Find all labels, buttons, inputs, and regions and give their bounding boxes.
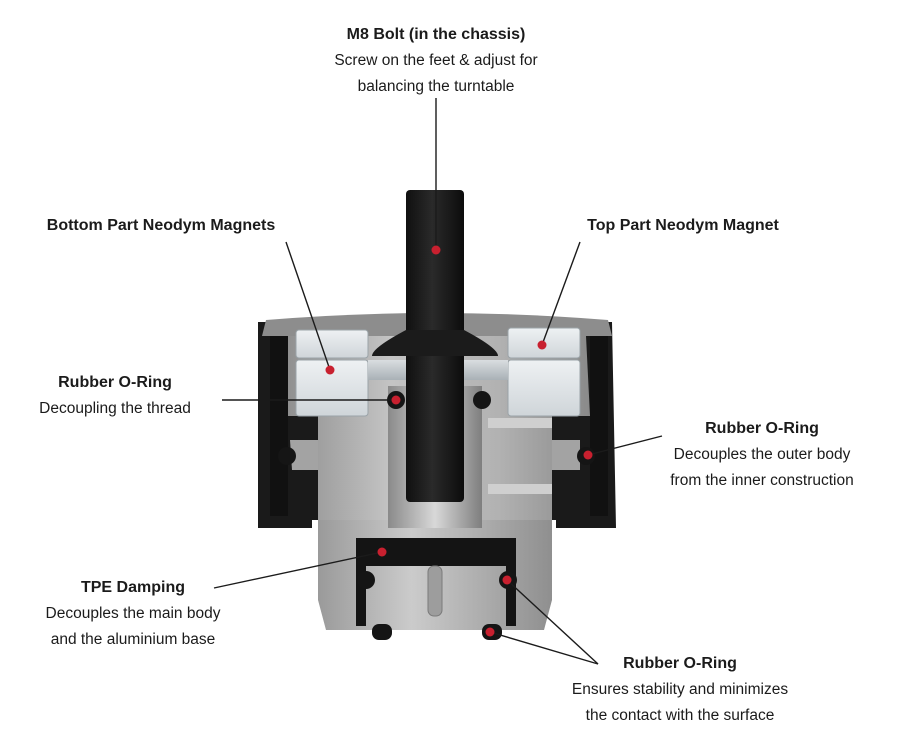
callout-bolt-desc-1: Screw on the feet & adjust for [334,52,538,69]
leader-lines [213,98,663,665]
callout-tpe-desc-2: and the aluminium base [50,631,216,648]
callout-oring-base-title: Rubber O-Ring [623,655,737,672]
callout-tpe-desc-1: Decouples the main body [45,605,221,622]
callout-oring-thread-desc: Decoupling the thread [39,400,191,417]
callout-top-magnet-title: Top Part Neodym Magnet [587,217,779,234]
callout-oring-outer-title: Rubber O-Ring [705,420,819,437]
callout-bolt-desc-2: balancing the turntable [357,78,515,95]
callout-tpe-title: TPE Damping [80,579,185,596]
marker-top-magnet [537,340,547,350]
callout-oring-base: Rubber O-Ring Ensures stability and mini… [556,651,804,729]
callout-oring-base-desc-2: the contact with the surface [585,707,775,724]
marker-bottom-magnets [325,365,335,375]
markers [325,245,593,637]
callout-oring-outer-desc-1: Decouples the outer body [673,446,851,463]
callout-bottom-magnets: Bottom Part Neodym Magnets [30,213,292,239]
callout-bolt-title: M8 Bolt (in the chassis) [346,26,526,43]
m8-bolt [372,190,498,502]
marker-tpe [377,547,387,557]
aluminium-base [318,520,552,630]
callout-bolt: M8 Bolt (in the chassis) Screw on the fe… [296,22,576,100]
callout-oring-thread-title: Rubber O-Ring [58,374,172,391]
callout-oring-outer: Rubber O-Ring Decouples the outer body f… [654,416,870,494]
marker-oring-thread [391,395,401,405]
callout-tpe: TPE Damping Decouples the main body and … [30,575,236,653]
magnets [295,327,581,417]
callout-oring-base-desc-1: Ensures stability and minimizes [571,681,789,698]
callout-oring-outer-desc-2: from the inner construction [670,472,854,489]
marker-oring-base-1 [502,575,512,585]
marker-bolt [431,245,441,255]
marker-oring-base-2 [485,627,495,637]
callout-top-magnet: Top Part Neodym Magnet [570,213,796,239]
marker-oring-outer [583,450,593,460]
callout-bottom-magnets-title: Bottom Part Neodym Magnets [46,217,276,234]
callout-oring-thread: Rubber O-Ring Decoupling the thread [24,370,206,422]
